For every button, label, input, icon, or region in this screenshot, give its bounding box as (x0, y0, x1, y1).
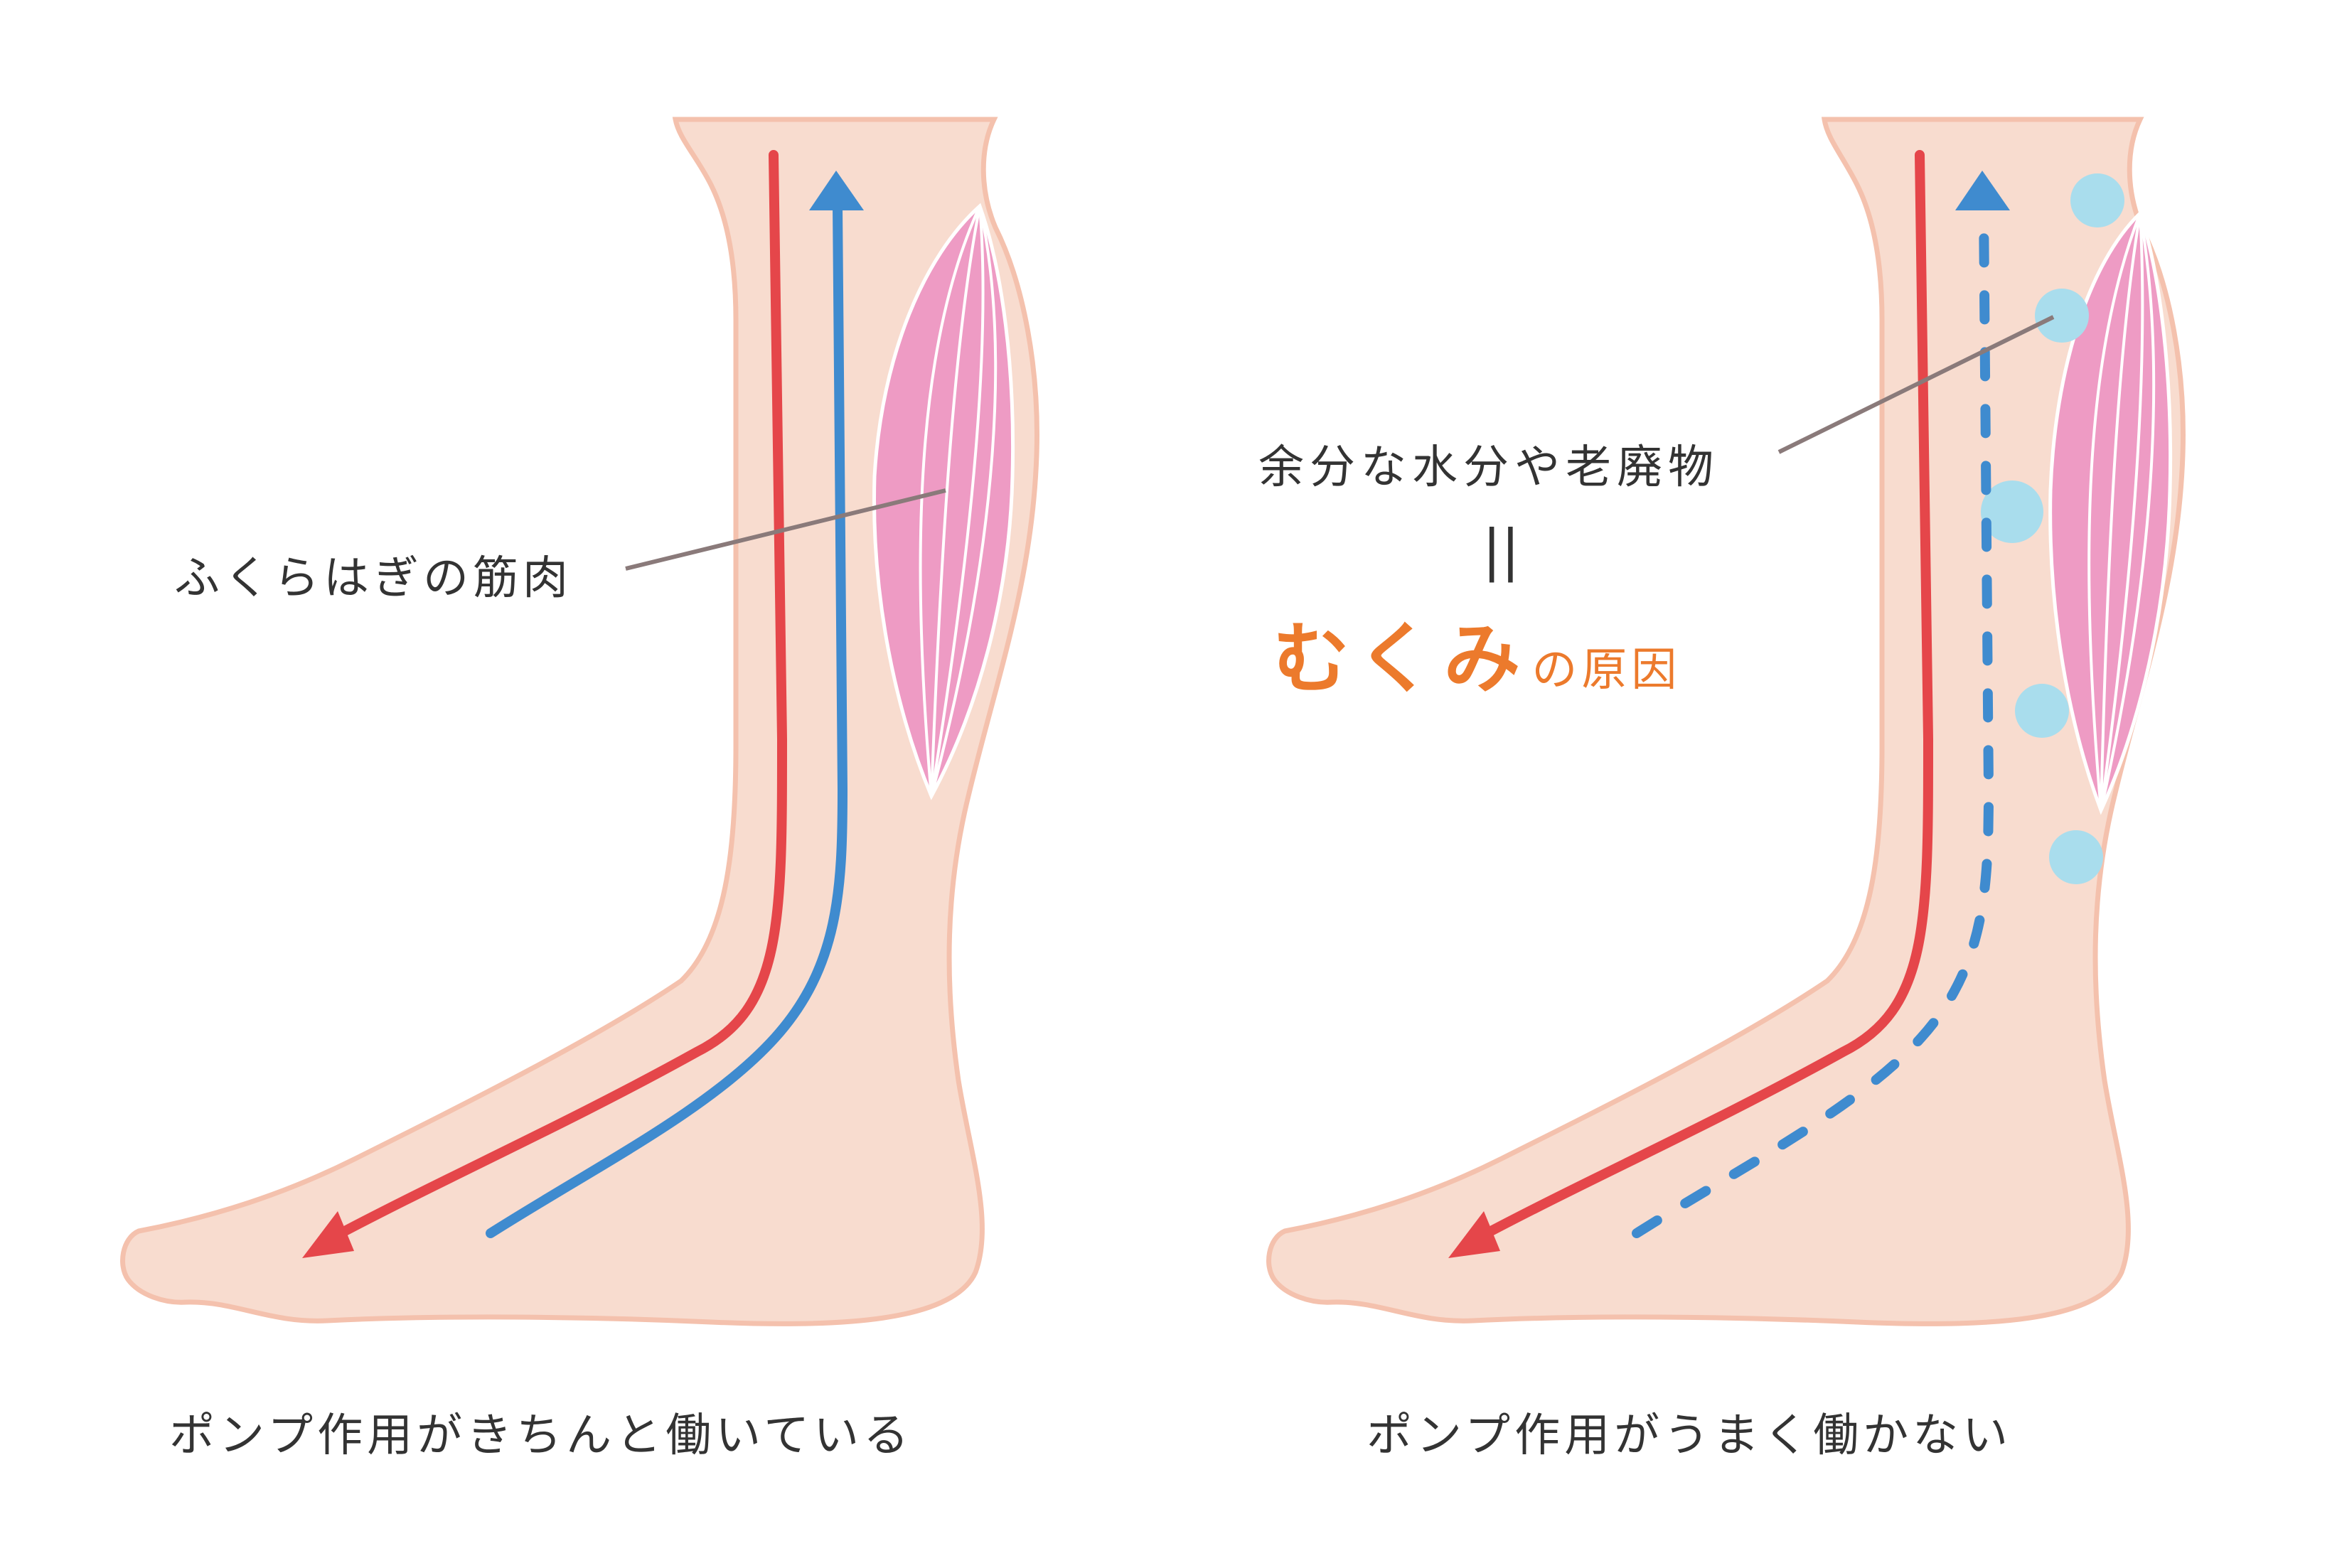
fluid-dot (2070, 173, 2124, 227)
right-calf-muscle (2048, 210, 2173, 815)
fluid-dot (2035, 289, 2089, 343)
left-vein-line (486, 201, 848, 1238)
left-artery-arrowhead (302, 1211, 354, 1258)
right-vein-dashed-line (1632, 201, 1994, 1238)
cause-suffix: の原因 (1531, 644, 1681, 697)
caption-right: ポンプ作用がうまく働かない (1367, 1409, 2013, 1462)
right-leader-line (1777, 315, 2055, 454)
right-artery-arrowhead (1448, 1211, 1500, 1258)
fluid-dot (1981, 480, 2043, 543)
equals-sign: || (1482, 519, 1520, 583)
right-leg-skin (1266, 117, 2186, 1327)
right-vein-arrowhead (1955, 171, 2010, 210)
left-calf-muscle (872, 203, 1015, 800)
calf-muscle-label: ふくらはぎの筋肉 (174, 552, 572, 605)
right-leg-illustration (1266, 117, 2186, 1327)
left-artery-line (329, 150, 788, 1242)
fluid-dot (2049, 830, 2103, 884)
cause-highlight: むくみ (1273, 615, 1528, 704)
left-vein-arrowhead (809, 171, 864, 210)
fluid-dot (2015, 684, 2069, 738)
left-leader-line (625, 488, 946, 571)
left-leg-skin (120, 117, 1039, 1327)
caption-left: ポンプ作用がきちんと働いている (169, 1409, 914, 1462)
excess-water-label: 余分な水分や老廃物 (1258, 441, 1719, 494)
cause-label: むくみの原因 (1273, 597, 1681, 708)
left-leg-illustration (120, 117, 1039, 1327)
right-artery-line (1475, 150, 1934, 1242)
